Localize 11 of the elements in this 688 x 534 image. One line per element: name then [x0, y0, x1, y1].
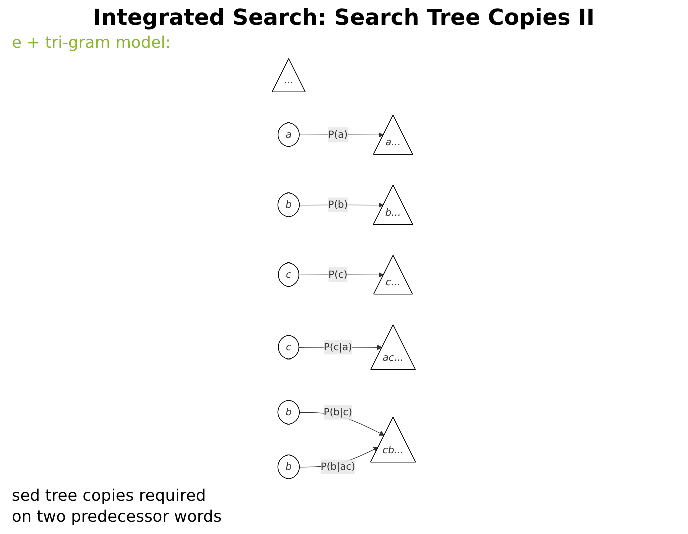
subheading: e + tri-gram model:	[12, 33, 172, 52]
bullet-text: on two predecessor words	[12, 507, 223, 526]
edge-label: P(c)	[328, 268, 348, 280]
edge-label: P(c|a)	[324, 341, 352, 353]
slide-title: Integrated Search: Search Tree Copies II	[92, 6, 596, 31]
edge-label: P(b|c)	[324, 406, 352, 418]
edge-label: P(b|ac)	[320, 460, 356, 473]
edge-label: P(b)	[328, 198, 348, 211]
bullet-text: sed tree copies required	[12, 486, 208, 505]
edge-label: P(a)	[328, 128, 348, 140]
arrow	[299, 272, 384, 278]
